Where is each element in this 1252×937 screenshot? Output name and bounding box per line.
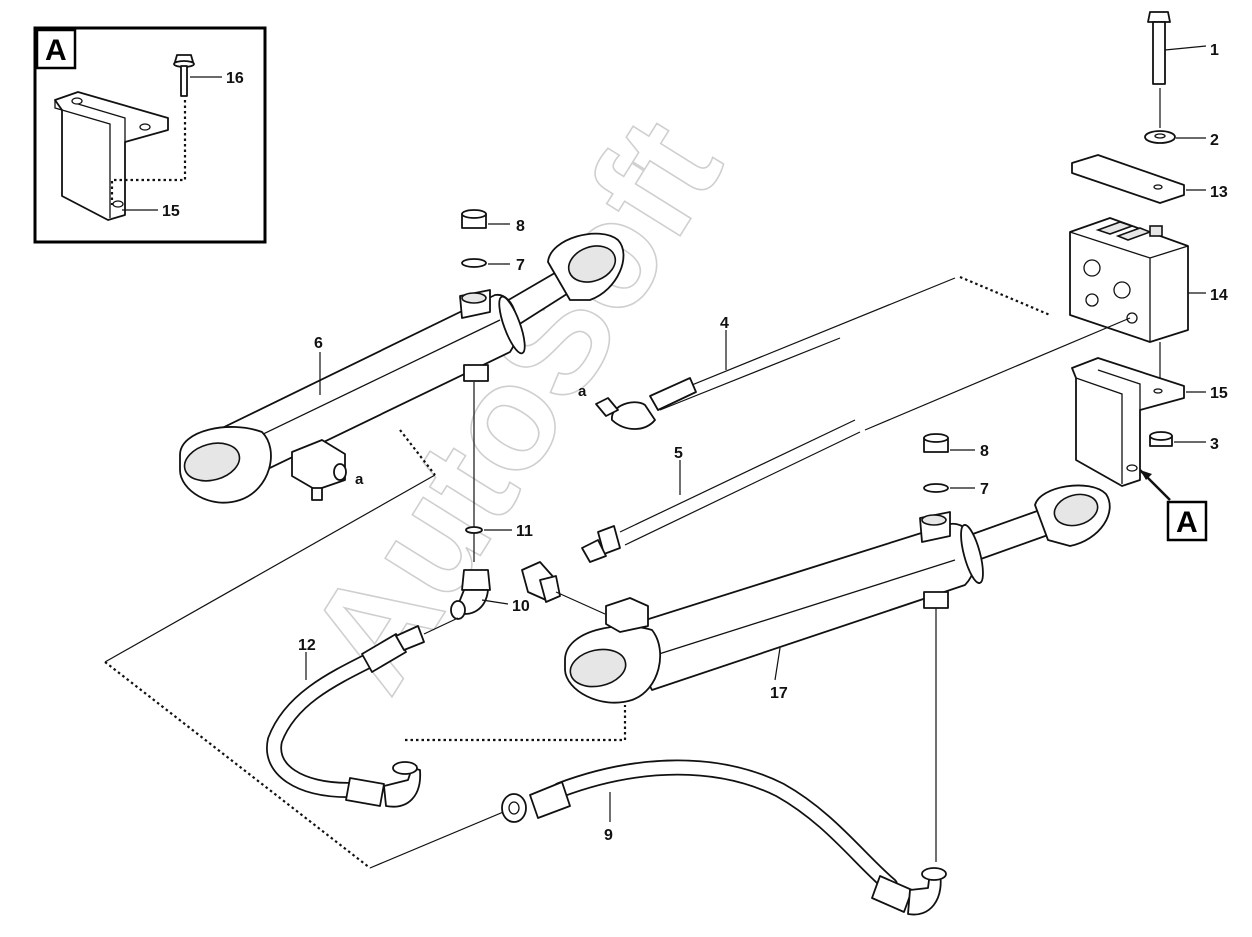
callout-17: 17 bbox=[770, 685, 788, 702]
pipe-5 bbox=[581, 317, 1131, 563]
valve-block-14 bbox=[1069, 217, 1189, 343]
cylinder-17 bbox=[564, 484, 1111, 704]
hose-12 bbox=[266, 625, 425, 808]
nut-3 bbox=[1149, 431, 1173, 447]
callout-6: 6 bbox=[314, 335, 323, 352]
callout-2: 2 bbox=[1210, 132, 1219, 149]
oring-11 bbox=[465, 526, 483, 534]
callout-9: 9 bbox=[604, 827, 613, 844]
callout-15: 15 bbox=[1210, 385, 1228, 402]
callout-1: 1 bbox=[1210, 42, 1219, 59]
port-mark-a-left: a bbox=[355, 471, 364, 488]
detail-bolt-16 bbox=[173, 54, 195, 97]
callout-7-left: 7 bbox=[516, 257, 525, 274]
callout-13: 13 bbox=[1210, 184, 1228, 201]
elbow-fitting-10 bbox=[450, 561, 561, 620]
bracket-15 bbox=[1071, 357, 1185, 487]
port-mark-a-pipe: a bbox=[578, 383, 587, 400]
detail-reference-letter: A bbox=[1176, 506, 1198, 539]
oring-7-left bbox=[461, 258, 487, 268]
plate-13 bbox=[1071, 154, 1185, 204]
detail-letter: A bbox=[45, 34, 67, 67]
callout-12: 12 bbox=[298, 637, 316, 654]
detail-bracket bbox=[54, 91, 169, 221]
detail-view-a: A 16 15 bbox=[33, 26, 267, 244]
callout-5: 5 bbox=[674, 445, 683, 462]
callout-14: 14 bbox=[1210, 287, 1228, 304]
callout-3: 3 bbox=[1210, 436, 1219, 453]
detail-letter-box bbox=[35, 28, 77, 70]
plug-8-right bbox=[923, 433, 949, 453]
cylinder-6 bbox=[179, 232, 625, 504]
bolt-1 bbox=[1147, 11, 1171, 85]
callout-4: 4 bbox=[720, 315, 729, 332]
detail-callout-15: 15 bbox=[162, 203, 180, 220]
callout-7-right: 7 bbox=[980, 481, 989, 498]
oring-7-right bbox=[923, 483, 949, 493]
washer-2 bbox=[1144, 130, 1176, 144]
callout-11: 11 bbox=[516, 523, 533, 540]
callout-8-right: 8 bbox=[980, 443, 989, 460]
pipe-4 bbox=[595, 277, 956, 430]
callout-8-left: 8 bbox=[516, 218, 525, 235]
detail-reference-box bbox=[1166, 500, 1208, 542]
hose-9 bbox=[501, 759, 947, 916]
detail-callout-16: 16 bbox=[226, 70, 244, 87]
plug-8-left bbox=[461, 209, 487, 229]
callout-10: 10 bbox=[512, 598, 530, 615]
